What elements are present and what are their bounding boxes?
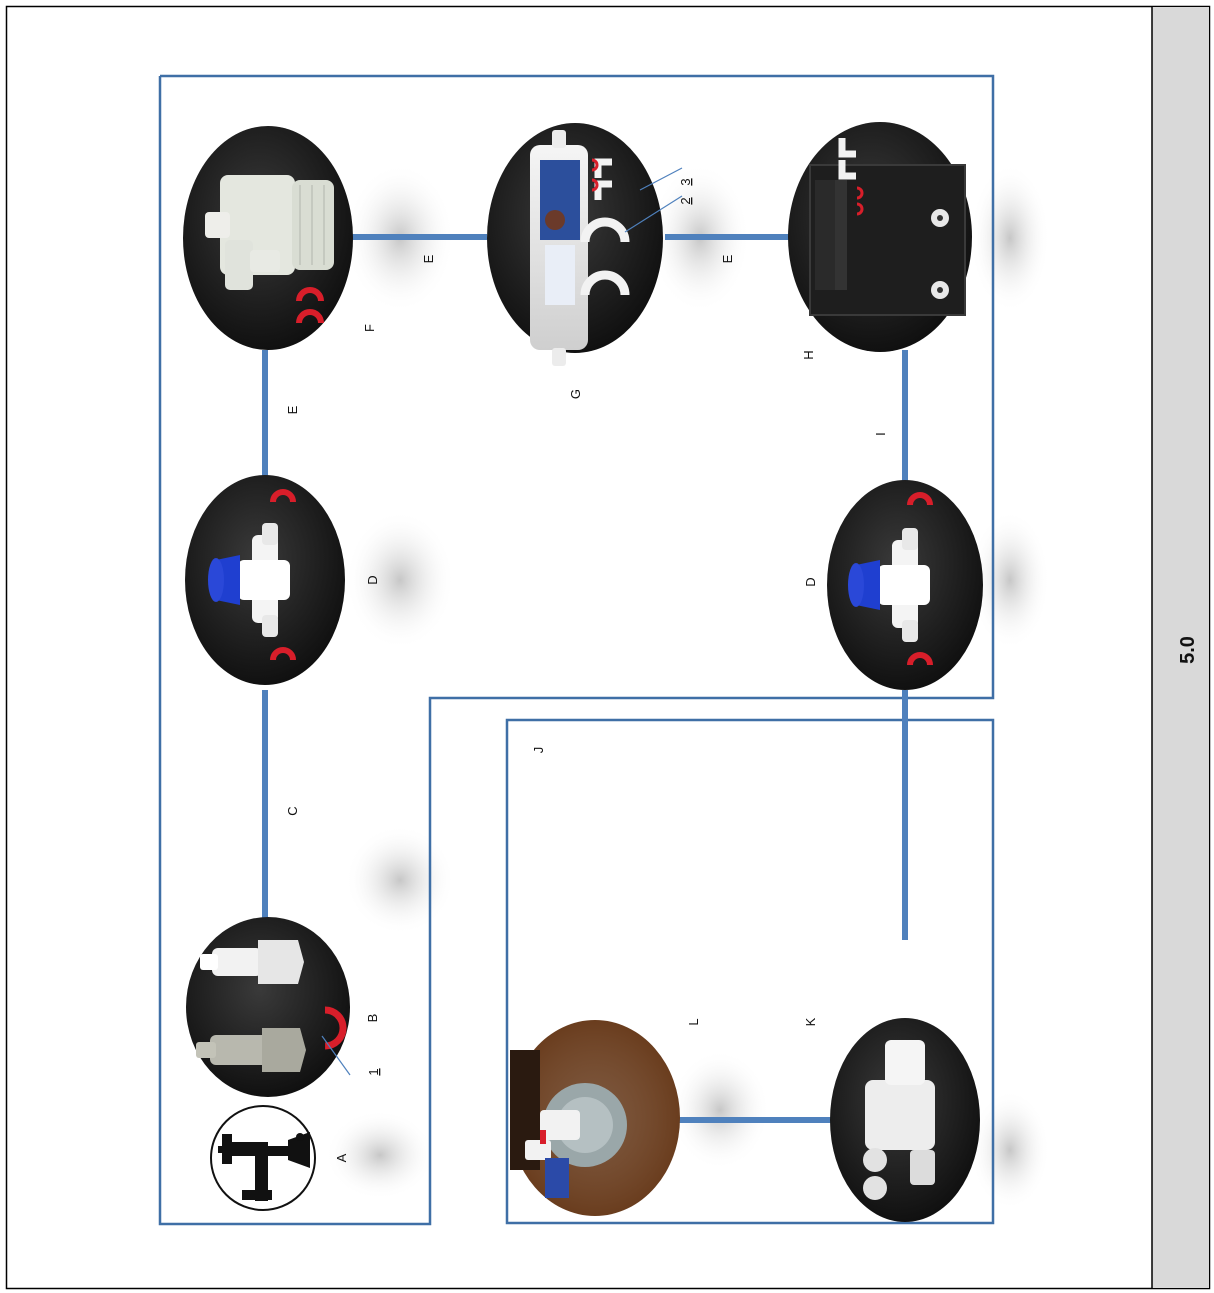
ball-valve-icon	[848, 528, 930, 642]
label-B: B	[365, 1014, 380, 1023]
label-I: I	[873, 432, 888, 436]
label-C: C	[285, 806, 300, 815]
label-H: H	[801, 350, 816, 359]
sidebar-panel	[1152, 7, 1209, 1288]
inline-filter-icon	[530, 130, 630, 366]
clip-icon	[907, 652, 933, 666]
pipes	[262, 234, 908, 1123]
filter-housing-icon	[205, 175, 334, 290]
control-unit-icon	[809, 138, 966, 316]
component-A-tap	[210, 1105, 316, 1211]
component-G-inline-filter: 2 3	[487, 123, 693, 366]
label-E-top: E	[285, 405, 300, 414]
labels: A B C D E F E G E H I D J L K	[285, 254, 888, 1162]
page-number: 5.0	[1177, 636, 1199, 664]
component-D-valve-bottom	[827, 480, 983, 690]
frames	[158, 74, 995, 1226]
tap-icon	[218, 1132, 310, 1201]
label-E-lower: E	[720, 254, 735, 263]
component-K-solenoid	[830, 1018, 980, 1222]
label-3: 3	[678, 178, 693, 185]
clip-icon	[270, 489, 296, 503]
adapter-fittings-icon	[196, 940, 347, 1072]
component-H-control-unit	[788, 122, 972, 352]
solenoid-valve-icon	[863, 1040, 935, 1200]
clip-icon	[907, 492, 933, 506]
component-B-adapters: 1	[186, 917, 381, 1097]
clip-icon	[270, 647, 296, 661]
label-1: 1	[366, 1068, 381, 1075]
label-D-top: D	[365, 575, 380, 584]
component-L-inlet	[510, 1020, 680, 1216]
label-K: K	[803, 1017, 818, 1026]
appliance-frame-J	[505, 718, 995, 1225]
component-D-valve-top	[185, 475, 345, 685]
component-F-filter-housing	[183, 126, 353, 350]
main-circuit-frame	[158, 74, 995, 1226]
label-L: L	[686, 1018, 701, 1025]
label-A: A	[334, 1153, 349, 1162]
ball-valve-icon	[208, 523, 290, 637]
clip-icon	[296, 287, 324, 302]
label-2: 2	[678, 197, 693, 204]
clip-icon	[296, 309, 324, 324]
label-E-mid: E	[421, 254, 436, 263]
label-D-bottom: D	[803, 577, 818, 586]
label-G: G	[568, 389, 583, 399]
label-J: J	[531, 747, 546, 754]
label-F: F	[362, 324, 377, 332]
appliance-inlet-icon	[510, 1050, 627, 1198]
page-border	[5, 5, 1211, 1290]
